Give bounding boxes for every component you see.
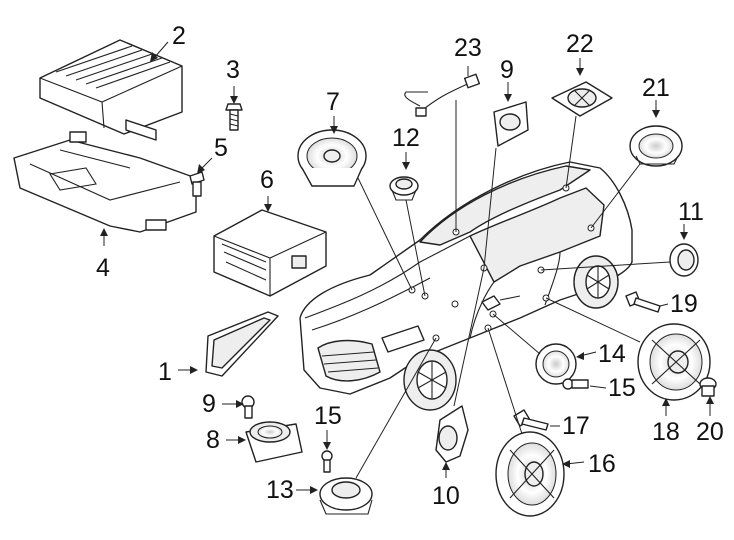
mounting-bracket-part xyxy=(13,131,197,233)
speaker-part-14 xyxy=(535,343,577,385)
callout-labels: 2 3 5 4 1 6 7 12 23 9 22 21 11 19 14 15 … xyxy=(96,22,724,510)
callout-5: 5 xyxy=(214,134,228,162)
bolt-part-5 xyxy=(189,171,205,197)
woofer-part-18 xyxy=(637,323,711,401)
radio-unit-part xyxy=(213,209,327,297)
leader-lines xyxy=(100,41,714,494)
bolt-part-19 xyxy=(625,291,661,313)
callout-9-bottom: 9 xyxy=(202,390,216,418)
callout-18: 18 xyxy=(652,418,680,446)
callout-8: 8 xyxy=(206,426,220,454)
woofer-part-16 xyxy=(495,431,565,517)
callout-2: 2 xyxy=(172,22,186,50)
speaker-part-22 xyxy=(551,81,613,117)
bolt-part-3 xyxy=(225,103,243,131)
callout-19: 19 xyxy=(670,290,698,318)
screw-part-9b xyxy=(241,395,255,419)
callout-10: 10 xyxy=(432,482,460,510)
screw-part-15a xyxy=(562,378,589,390)
tweeter-part-11 xyxy=(669,243,699,277)
amplifier-part xyxy=(39,39,183,141)
tweeter-bracket-part-9 xyxy=(493,101,529,147)
vehicle-outline xyxy=(299,161,633,411)
callout-7: 7 xyxy=(326,88,340,116)
callout-9-top: 9 xyxy=(500,56,514,84)
callout-21: 21 xyxy=(642,74,670,102)
callout-14: 14 xyxy=(598,340,626,368)
callout-20: 20 xyxy=(696,418,724,446)
callout-3: 3 xyxy=(226,56,240,84)
callout-6: 6 xyxy=(260,166,274,194)
tweeter-part-12 xyxy=(389,176,419,201)
plug-part-20 xyxy=(699,377,717,397)
callout-12: 12 xyxy=(392,124,420,152)
callout-11: 11 xyxy=(678,198,704,226)
bolt-part-17 xyxy=(513,409,549,431)
callout-15-bottom: 15 xyxy=(314,402,342,430)
callout-23: 23 xyxy=(454,34,482,62)
callout-16: 16 xyxy=(588,450,616,478)
display-screen-part xyxy=(205,311,279,377)
speaker-part-21 xyxy=(629,125,683,167)
callout-22: 22 xyxy=(566,30,594,58)
callout-1: 1 xyxy=(158,358,172,386)
screw-part-15b xyxy=(321,450,333,473)
callout-13: 13 xyxy=(266,476,294,504)
speaker-part-8 xyxy=(245,421,303,463)
callout-4: 4 xyxy=(96,254,110,282)
callout-15-right: 15 xyxy=(608,374,636,402)
callout-17: 17 xyxy=(562,412,590,440)
speaker-pod-part-10 xyxy=(435,405,469,463)
location-markers xyxy=(408,184,595,342)
speaker-part-13 xyxy=(319,477,373,515)
speaker-part-7 xyxy=(297,129,367,187)
antenna-cable-part xyxy=(404,73,481,117)
